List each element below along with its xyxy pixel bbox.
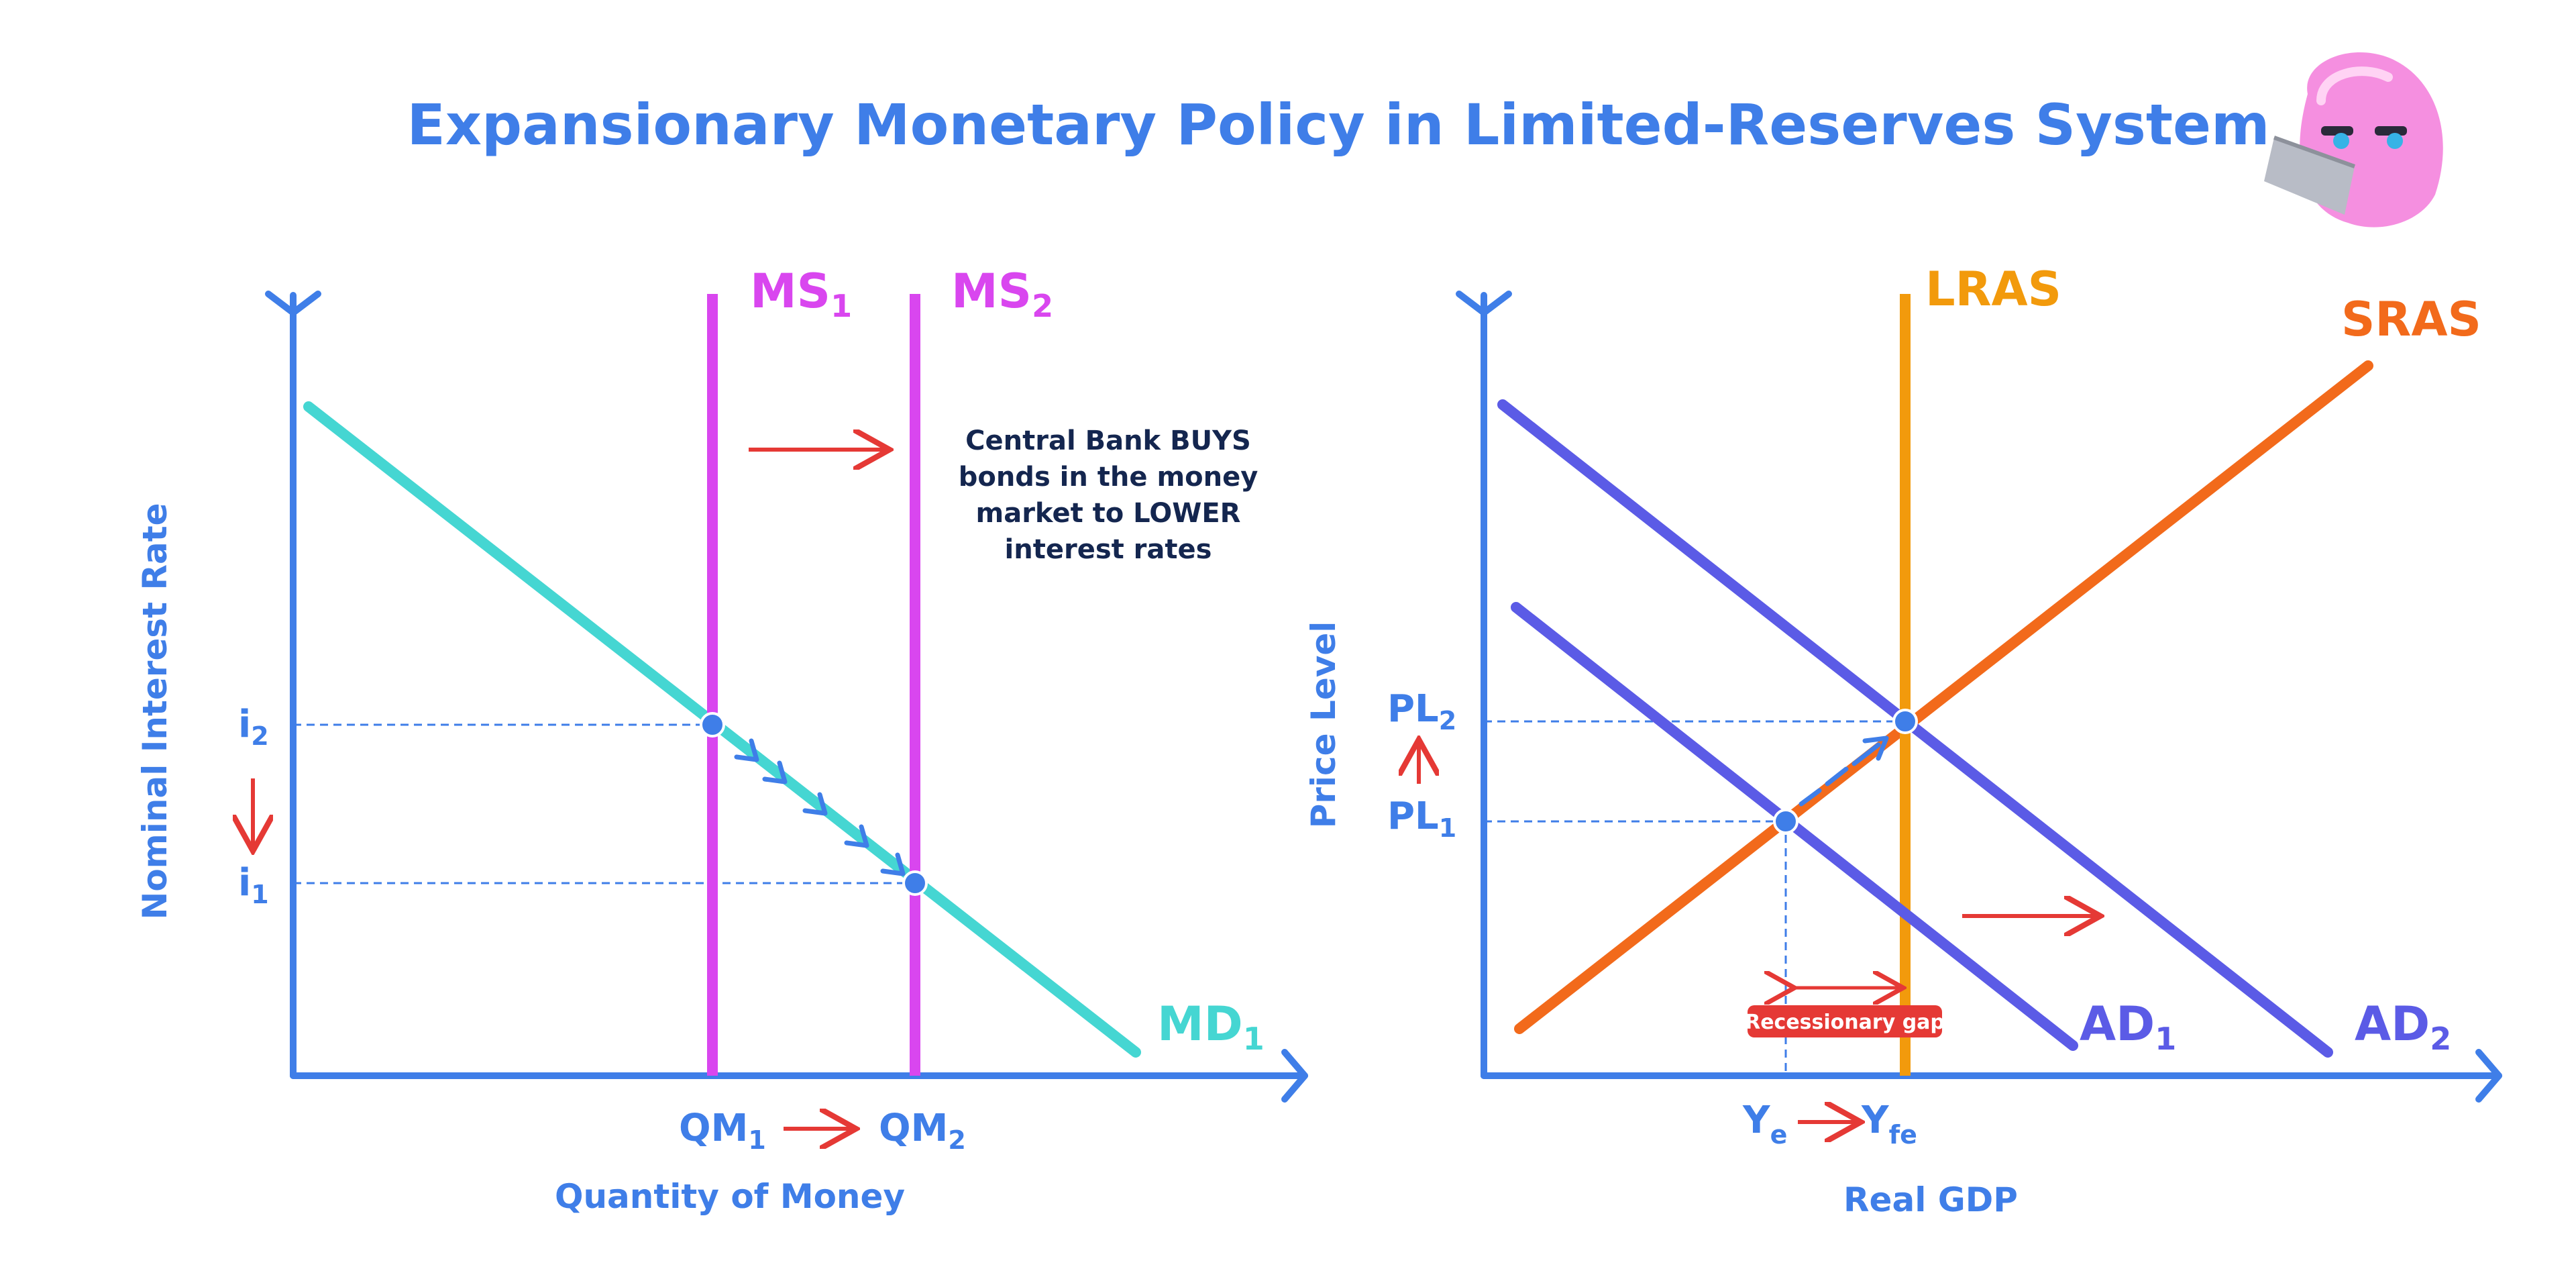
central-bank-note: Central Bank BUYS bonds in the money mar… xyxy=(959,425,1258,565)
i1-label: i1 xyxy=(238,861,269,909)
movement-along-sras-arrow xyxy=(1799,742,1881,807)
money-market-y-axis-label: Nominal Interest Rate xyxy=(136,503,174,919)
svg-text:interest rates: interest rates xyxy=(1005,534,1212,565)
ye-label: Ye xyxy=(1742,1099,1787,1150)
i2-label: i2 xyxy=(238,703,269,751)
money-market-graph: MS1 MS2 MD1 i2 i1 QM1 QM2 Quantity of Mo… xyxy=(136,264,1308,1216)
money-market-x-axis-label: Quantity of Money xyxy=(555,1177,905,1216)
ms2-label: MS2 xyxy=(951,264,1053,324)
md1-label: MD1 xyxy=(1157,997,1265,1057)
svg-text:bonds in the money: bonds in the money xyxy=(959,462,1258,493)
svg-text:Central Bank BUYS: Central Bank BUYS xyxy=(965,425,1251,456)
equilibrium-point-yfe xyxy=(1892,709,1918,734)
ms1-label: MS1 xyxy=(750,264,852,324)
qm1-label: QM1 xyxy=(679,1107,766,1155)
qm2-label: QM2 xyxy=(879,1107,966,1155)
ad1-label: AD1 xyxy=(2080,997,2176,1057)
sras-label: SRAS xyxy=(2341,292,2481,347)
movement-along-md-arrows xyxy=(734,738,906,876)
equilibrium-point-1 xyxy=(700,712,725,738)
ad-as-graph: Recessionary gap LRAS SRAS AD1 AD2 PL2 P… xyxy=(1304,262,2502,1219)
equilibrium-point-2 xyxy=(902,870,928,896)
ad-as-x-axis-label: Real GDP xyxy=(1843,1180,2018,1219)
page-title: Expansionary Monetary Policy in Limited-… xyxy=(407,92,2269,158)
svg-text:market to LOWER: market to LOWER xyxy=(976,498,1241,529)
ad2-label: AD2 xyxy=(2355,997,2451,1057)
ad-as-y-axis-label: Price Level xyxy=(1304,621,1343,829)
recessionary-gap-badge: Recessionary gap xyxy=(1745,1005,1945,1037)
yfe-label: Yfe xyxy=(1861,1099,1917,1150)
sras-curve xyxy=(1514,360,2373,1034)
pl1-label: PL1 xyxy=(1387,795,1456,843)
mascot-icon xyxy=(2264,52,2443,227)
lras-label: LRAS xyxy=(1925,262,2061,317)
pl2-label: PL2 xyxy=(1387,687,1456,735)
equilibrium-point-ye xyxy=(1773,809,1799,834)
svg-text:Recessionary gap: Recessionary gap xyxy=(1745,1011,1945,1034)
